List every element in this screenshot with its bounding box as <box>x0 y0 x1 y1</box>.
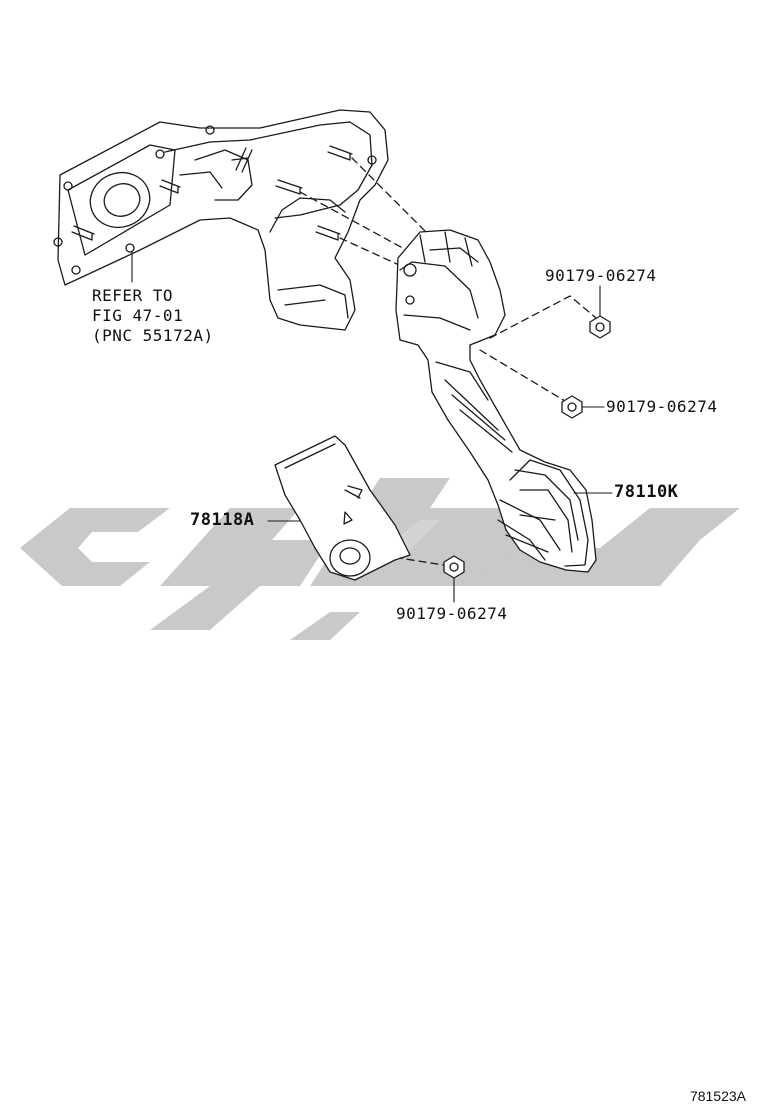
callout-nut-lower: 90179-06274 <box>396 604 508 623</box>
callout-nut-upper: 90179-06274 <box>545 266 657 285</box>
accelerator-pedal-assy <box>395 229 597 573</box>
nut-lower <box>443 555 465 579</box>
pedal-bracket <box>53 109 389 331</box>
callout-pedal-cover: 78118A <box>190 510 255 530</box>
refer-note-line3: (PNC 55172A) <box>92 326 214 345</box>
pedal-cover-plate <box>274 435 411 581</box>
refer-note-line2: FIG 47-01 <box>92 306 184 325</box>
nut-middle <box>561 395 583 419</box>
figure-id: 781523A <box>689 1088 746 1104</box>
nut-upper <box>589 315 611 339</box>
callout-pedal-assy: 78110K <box>614 482 679 502</box>
leader-lines <box>131 251 613 603</box>
callout-nut-middle: 90179-06274 <box>606 397 718 416</box>
refer-note: REFER TO FIG 47-01 (PNC 55172A) <box>92 286 214 346</box>
refer-note-line1: REFER TO <box>92 286 174 305</box>
